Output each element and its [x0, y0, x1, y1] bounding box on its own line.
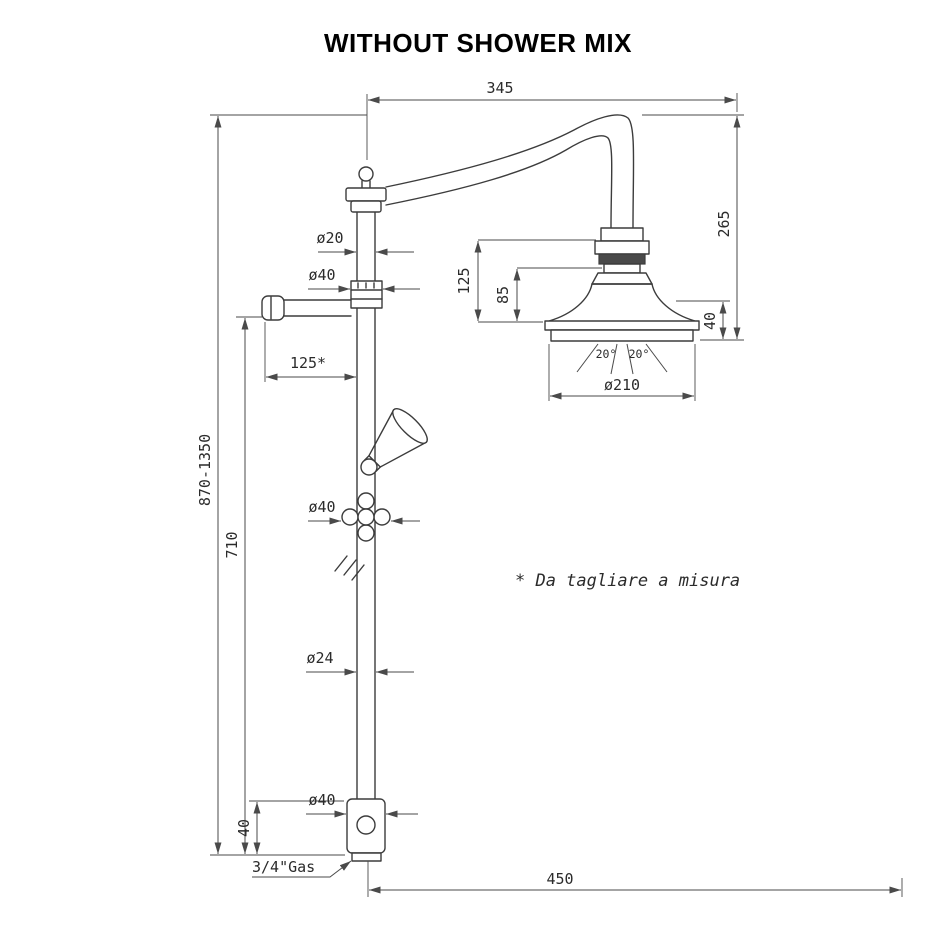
spray-fan: 20° 20° — [576, 343, 668, 375]
dim-arm-reach: 345 — [366, 79, 738, 160]
head-connector — [591, 227, 653, 285]
dim-holder-length: 125* — [264, 322, 356, 382]
dim-total-height-label: 870-1350 — [196, 434, 214, 506]
spray-angle-right-label: 20° — [629, 347, 650, 361]
dim-head-diameter: ø210 — [548, 344, 696, 401]
thread-callout: 3/4"Gas — [252, 858, 352, 878]
thread-callout-label: 3/4"Gas — [252, 858, 315, 876]
shower-head-bell — [544, 283, 700, 342]
dim-pipe-diameter: ø24 — [306, 649, 414, 676]
diverter-knob — [341, 492, 391, 542]
dim-head-height: 85 — [494, 267, 602, 321]
water-drops — [334, 555, 365, 581]
dim-diverter-diameter: ø40 — [308, 498, 420, 525]
dim-head-height-label: 85 — [494, 286, 512, 304]
dim-pipe-diameter-label: ø24 — [306, 649, 333, 667]
dim-head-drop-label: 265 — [715, 210, 733, 237]
dim-flange-diameter-label: ø40 — [308, 791, 335, 809]
cut-to-size-note: * Da tagliare a misura — [515, 571, 740, 591]
dim-flange-height-label: 40 — [235, 819, 253, 837]
dim-holder-length-label: 125* — [290, 354, 326, 372]
dim-flange-diameter: ø40 — [306, 791, 418, 818]
dim-head-assembly-height: 125 — [455, 239, 596, 323]
dim-slider-diameter: ø40 — [308, 266, 420, 293]
spray-angle-left-label: 20° — [596, 347, 617, 361]
dim-column-height-label: 710 — [223, 531, 241, 558]
dim-top-pipe-diameter: ø20 — [316, 229, 414, 256]
dim-total-height: 870-1350 — [196, 114, 367, 856]
dim-slider-diameter-label: ø40 — [308, 266, 335, 284]
gooseneck-arm — [385, 114, 635, 229]
dim-top-pipe-diameter-label: ø20 — [316, 229, 343, 247]
holder-arm — [261, 295, 352, 321]
riser-pipe — [356, 211, 376, 801]
wall-flange — [346, 798, 386, 862]
dim-head-diameter-label: ø210 — [604, 376, 640, 394]
dim-column-height: 710 — [223, 316, 262, 854]
top-finial — [345, 166, 387, 213]
dim-flange-height: 40 — [235, 800, 344, 854]
dim-head-rim-height: 40 — [676, 300, 730, 339]
dim-base-offset: 450 — [367, 861, 903, 897]
slider-bracket — [350, 280, 383, 309]
dim-head-drop: 265 — [642, 114, 744, 341]
drawing-title: WITHOUT SHOWER MIX — [324, 28, 632, 58]
dim-head-rim-height-label: 40 — [701, 312, 719, 330]
dim-head-assembly-height-label: 125 — [455, 267, 473, 294]
dim-diverter-diameter-label: ø40 — [308, 498, 335, 516]
dim-arm-reach-label: 345 — [486, 79, 513, 97]
hand-shower — [360, 408, 428, 476]
dim-base-offset-label: 450 — [546, 870, 573, 888]
